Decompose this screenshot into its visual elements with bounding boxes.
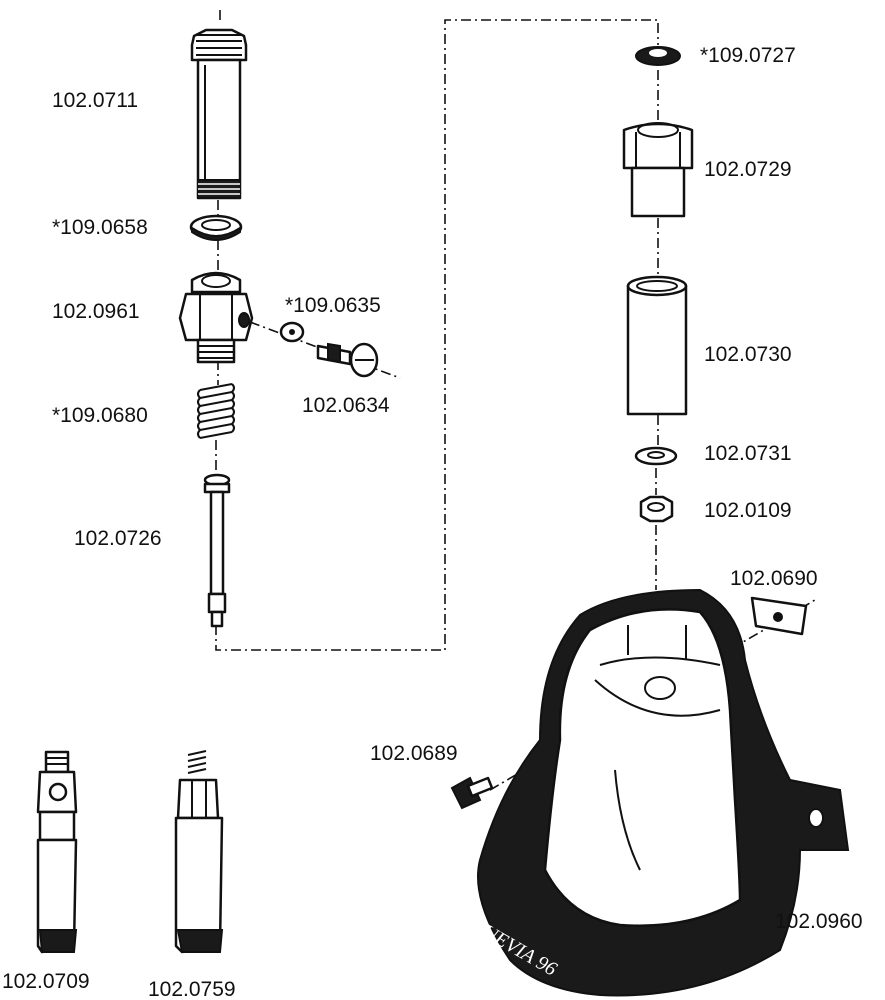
label-102-0960: 102.0960: [775, 910, 863, 933]
part-102-0634-screw: [316, 342, 379, 378]
label-102-0730: 102.0730: [704, 343, 792, 366]
part-102-0730-tube: [626, 275, 688, 416]
part-102-0709-valve-variant: [36, 750, 78, 954]
label-102-0731: 102.0731: [704, 442, 792, 465]
part-102-0759-valve-variant: [174, 750, 224, 954]
part-102-0689-screw: [450, 776, 494, 810]
label-102-0109: 102.0109: [704, 499, 792, 522]
part-102-0726-stem: [203, 473, 231, 628]
part-number-labels: 102.0711 *109.0658 102.0961 *109.0635 10…: [2, 44, 863, 1000]
label-109-0658: *109.0658: [52, 216, 148, 239]
part-102-0731-washer: [634, 446, 678, 466]
label-102-0961: 102.0961: [52, 300, 140, 323]
part-109-0635-small-ring: [279, 321, 305, 343]
part-102-0960-bowl: SUEVIA 96: [470, 588, 850, 997]
label-102-0689: 102.0689: [370, 742, 458, 765]
part-109-0680-spring: [197, 383, 235, 439]
label-109-0727: *109.0727: [700, 44, 796, 67]
part-102-0109-hex-nut: [639, 495, 674, 523]
part-102-0729-nut-sleeve: [622, 122, 694, 218]
label-102-0690: 102.0690: [730, 567, 818, 590]
label-102-0709: 102.0709: [2, 970, 90, 993]
label-102-0759: 102.0759: [148, 978, 236, 1000]
label-109-0635: *109.0635: [285, 294, 381, 317]
label-102-0634: 102.0634: [302, 394, 390, 417]
label-109-0680: *109.0680: [52, 404, 148, 427]
part-102-0690-clip: [750, 596, 808, 636]
part-109-0658-ring: [189, 214, 243, 241]
label-102-0726: 102.0726: [74, 527, 162, 550]
label-102-0729: 102.0729: [704, 158, 792, 181]
label-102-0711: 102.0711: [52, 89, 138, 112]
part-102-0711-pipe: [190, 28, 248, 200]
part-109-0727-washer: [635, 46, 681, 66]
part-102-0961-valve-body: [178, 271, 254, 364]
